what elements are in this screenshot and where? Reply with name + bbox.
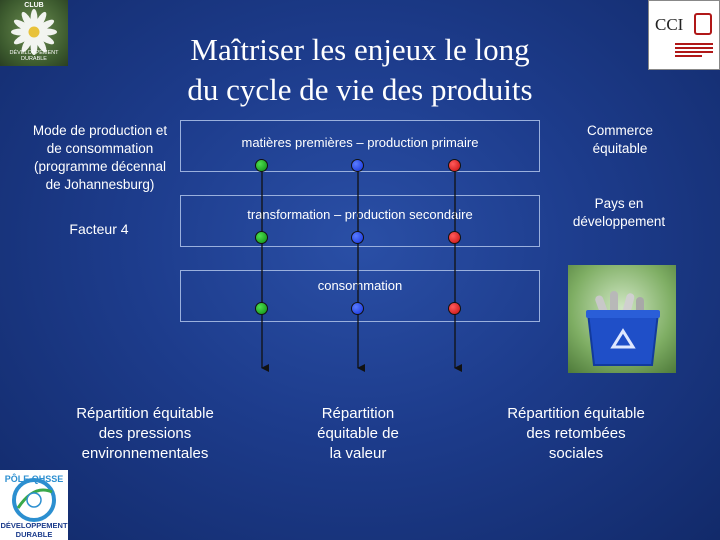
blue-dot [351,302,364,315]
stage-label: consommation [317,278,403,293]
stage-label: matières premières – production primaire [241,135,479,150]
club-logo-top-text: CLUB [24,2,44,9]
commerce-note-line: équitable [592,141,648,156]
outcome-valeur: Répartition équitable de la valeur [290,404,426,464]
mode-note-line: de consommation [46,141,154,156]
outcome-line: Répartition équitable [507,405,645,422]
mode-production-note: Mode de production et de consommation (p… [16,122,184,194]
mode-note-line: de Johannesburg) [45,177,155,192]
outcome-pressions-environnementales: Répartition équitable des pressions envi… [55,404,235,464]
stage-label: transformation – production secondaire [247,207,473,222]
pays-note-line: Pays en [594,196,644,211]
title-line-2: du cycle de vie des produits [187,72,533,107]
outcome-line: des pressions [98,425,192,442]
outcome-line: Répartition [321,405,395,422]
outcome-line: équitable de [317,425,399,442]
outcome-line: environnementales [81,445,209,462]
cci-logo-fineprint [675,41,713,61]
club-developpement-durable-logo: CLUB DÉVELOPPEMENT DURABLE [0,0,68,66]
outcome-line: sociales [548,445,604,462]
green-dot [255,302,268,315]
mode-note-line: (programme décennal [33,159,167,174]
outcome-line: des retombées [526,425,626,442]
cci-logo: CCI [648,0,720,70]
red-dot [448,231,461,244]
qhsse-ring-icon [12,478,56,522]
flower-icon [11,9,57,55]
green-dot [255,159,268,172]
commerce-equitable-note: Commerce équitable [560,122,680,158]
red-dot [448,302,461,315]
slide-title: Maîtriser les enjeux le long du cycle de… [110,30,610,110]
blue-dot [351,159,364,172]
commerce-note-line: Commerce [586,123,653,138]
pole-qhsse-logo: PÔLE QHSSE DÉVELOPPEMENT DURABLE [0,470,68,540]
outcome-line: Répartition équitable [76,405,214,422]
title-line-1: Maîtriser les enjeux le long [190,32,530,67]
qhsse-bottom-text-1: DÉVELOPPEMENT [0,521,68,530]
blue-dot [351,231,364,244]
cci-emblem-icon [694,13,712,35]
pays-note-line: développement [572,214,666,229]
recycling-bin-icon [586,291,660,366]
mode-note-line: Mode de production et [32,123,168,138]
stage-box-consommation: consommation [180,270,540,322]
facteur-4-note: Facteur 4 [69,221,129,237]
recycling-bin-image [568,265,676,373]
qhsse-ring-text: PÔLE QHSSE [4,474,64,484]
qhsse-bottom-text-2: DURABLE [15,530,53,539]
green-dot [255,231,268,244]
outcome-retombees-sociales: Répartition équitable des retombées soci… [486,404,666,464]
stage-box-transformation: transformation – production secondaire [180,195,540,247]
cci-logo-text: CCI [655,15,684,34]
outcome-line: la valeur [329,445,387,462]
red-dot [448,159,461,172]
club-logo-bottom-text: DÉVELOPPEMENT DURABLE [9,50,59,62]
pays-developpement-note: Pays en développement [554,195,684,231]
